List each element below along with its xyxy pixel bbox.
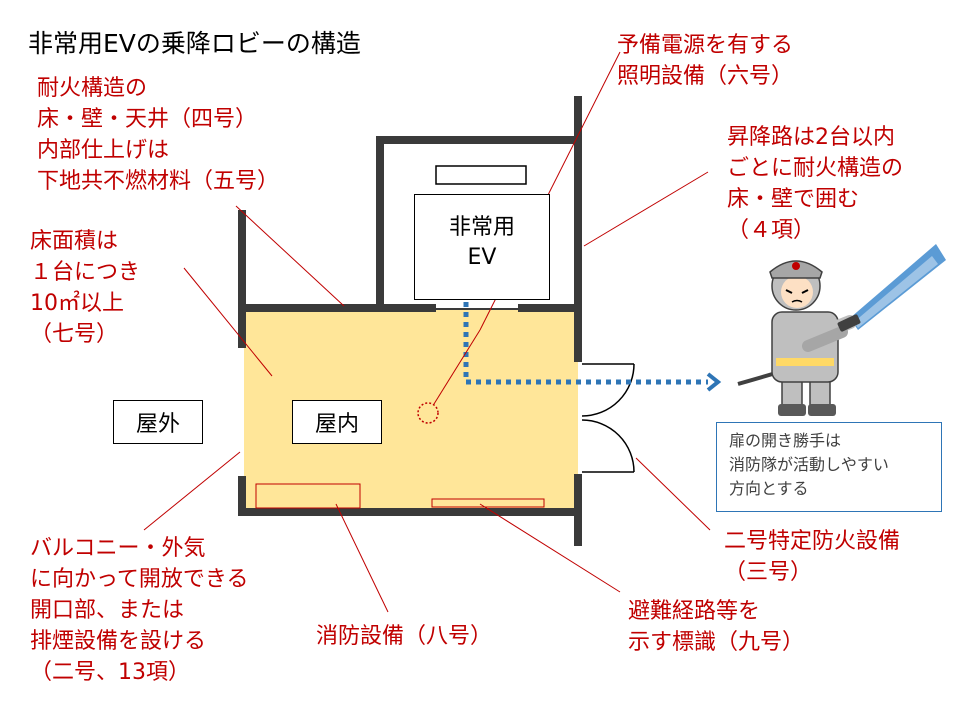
annotation-line: 示す標識（九号） <box>628 630 805 655</box>
annotation-line: 避難経路等を <box>628 599 761 624</box>
annotation-line: ごとに耐火構造の <box>727 156 904 181</box>
walls <box>238 96 582 546</box>
ev-label-2: EV <box>467 245 497 270</box>
wall-left-upper <box>238 210 246 348</box>
annotation-fire-door: 二号特定防火設備 （三号） <box>724 526 900 588</box>
annotation-line: １台につき <box>30 260 141 285</box>
route-arrow-icon <box>463 282 722 392</box>
annotation-line: （三号） <box>724 560 813 585</box>
fire-hose-water-icon <box>850 244 946 330</box>
note-line: 消防隊が活動しやすい <box>729 455 889 474</box>
annotation-floor-area: 床面積は １台につき 10㎡以上 （七号） <box>30 226 140 350</box>
fire-equipment-box <box>255 483 361 509</box>
note-line: 方向とする <box>729 479 809 498</box>
annotation-line: 10㎡以上 <box>30 291 124 316</box>
annotation-line: 昇降路は2台以内 <box>727 125 895 150</box>
annotation-line: （４項） <box>727 218 816 243</box>
annotation-line: 床・壁・天井（四号） <box>37 107 258 132</box>
annotation-fire-structure: 耐火構造の 床・壁・天井（四号） 内部仕上げは 下地共不燃材料（五号） <box>37 73 279 197</box>
wall-left-lower <box>238 476 246 516</box>
annotation-line: 排煙設備を設ける <box>30 629 207 654</box>
annotation-fire-equipment: 消防設備（八号） <box>316 621 492 652</box>
annotation-line: バルコニー・外気 <box>30 536 206 561</box>
wall-shaft-top <box>376 136 574 144</box>
annotation-line: 二号特定防火設備 <box>724 529 901 554</box>
indoor-label: 屋内 <box>292 400 382 444</box>
annotation-line: （七号） <box>30 322 119 347</box>
annotation-lighting: 予備電源を有する 照明設備（六号） <box>617 30 793 92</box>
fire-door-icon <box>581 363 635 473</box>
annotation-line: 予備電源を有する <box>617 33 794 58</box>
annotation-opening: バルコニー・外気 に向かって開放できる 開口部、または 排煙設備を設ける （二号… <box>30 533 248 688</box>
annotation-line: に向かって開放できる <box>30 567 249 592</box>
annotation-shaft: 昇降路は2台以内 ごとに耐火構造の 床・壁で囲む （４項） <box>727 122 903 246</box>
wall-right-upper <box>574 96 582 362</box>
annotation-line: 消防設備（八号） <box>316 624 493 649</box>
note-line: 扉の開き勝手は <box>729 431 842 450</box>
annotation-line: 下地共不燃材料（五号） <box>37 169 280 194</box>
annotation-line: 照明設備（六号） <box>617 64 794 89</box>
annotation-line: 床・壁で囲む <box>727 187 860 212</box>
wall-top-right <box>518 304 582 312</box>
door-swing-note: 扉の開き勝手は 消防隊が活動しやすい 方向とする <box>716 422 942 512</box>
ev-label-1: 非常用 <box>448 215 515 240</box>
firefighter-icon <box>737 244 946 416</box>
wall-shaft-left <box>376 136 384 308</box>
wall-bottom <box>238 508 582 516</box>
wall-top-left <box>238 304 436 312</box>
annotation-line: （二号、13項） <box>30 660 190 685</box>
outdoor-label: 屋外 <box>113 400 203 444</box>
annotation-line: 床面積は <box>30 229 119 254</box>
light-fixture-circle-icon <box>417 402 439 424</box>
annotation-line: 内部仕上げは <box>37 138 170 163</box>
page-title: 非常用EVの乗降ロビーの構造 <box>28 29 361 58</box>
annotation-line: 開口部、または <box>30 598 185 623</box>
elevator-box: 非常用 EV <box>414 194 550 300</box>
annotation-line: 耐火構造の <box>37 76 148 101</box>
annotation-evacuation-sign: 避難経路等を 示す標識（九号） <box>628 596 804 658</box>
evacuation-sign-box <box>431 498 545 508</box>
ev-hoist-box <box>435 165 527 185</box>
